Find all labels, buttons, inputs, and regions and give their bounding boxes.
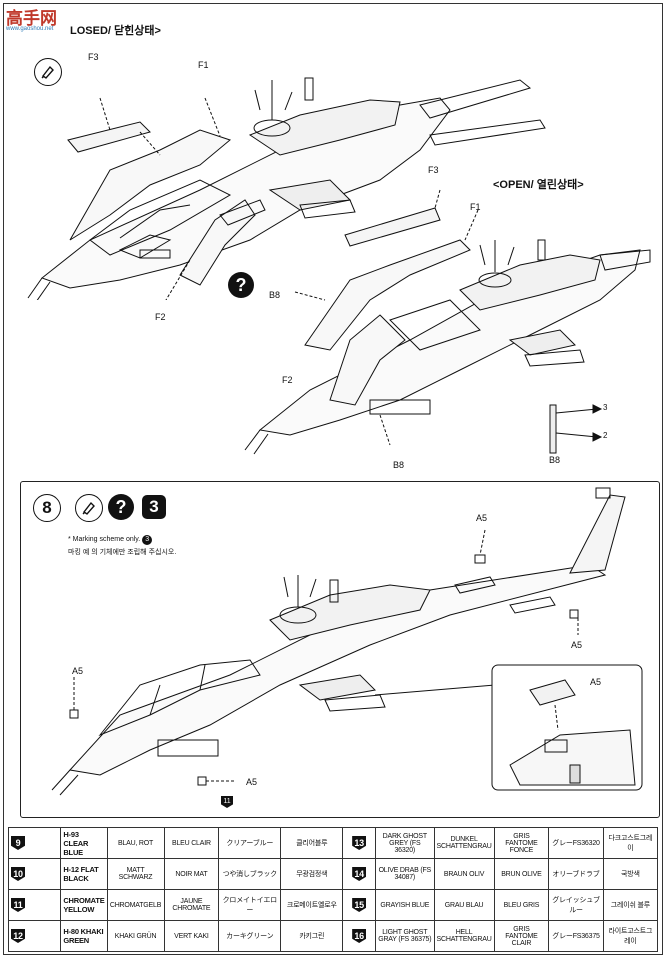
label-f3-open: F3 (428, 165, 439, 175)
open-title: <OPEN/ 열린상태> (493, 179, 584, 191)
b8-detail-diagram (549, 404, 603, 454)
color-cell-jp: グレーFS36375 (548, 920, 604, 952)
marking-scheme-3-badge: 3 (142, 495, 166, 519)
label-a5-right: A5 (571, 640, 583, 650)
color-cell-name: OLIVE DRAB (FS 34087) (375, 858, 435, 890)
color-cell-kr: 크로메이트옐로우 (280, 889, 344, 921)
label-a5-bottom: A5 (246, 777, 258, 787)
table-row: 11 CHROMATE YELLOW CHROMATGELB JAUNE CHR… (7, 889, 659, 921)
color-cell-name: H-12 FLAT BLACK (60, 858, 108, 890)
color-cell-kr: 클리어블루 (280, 827, 344, 859)
color-cell-de: CHROMATGELB (106, 889, 165, 921)
closed-canopy-diagram (27, 77, 546, 300)
label-3-detail: 3 (603, 403, 608, 412)
color-cell-fr: GRIS FANTOME FONCE (493, 827, 550, 859)
color-cell-kr: 그레이쉬 블루 (602, 889, 659, 921)
color-cell-num: 11 (7, 889, 62, 921)
color-cell-num: 13 (342, 827, 377, 859)
cement-icon (34, 58, 62, 86)
label-a5-top: A5 (476, 513, 488, 523)
color-cell-fr: BLEU CLAIR (163, 827, 220, 859)
paint-question-icon: ? (228, 272, 254, 298)
label-f2-open: F2 (282, 375, 293, 385)
color-cell-num: 12 (7, 920, 62, 952)
color-cell-de: DUNKEL SCHATTENGRAU (433, 827, 495, 859)
label-a5-detail: A5 (590, 677, 602, 687)
watermark-logo: 高手网 www.gaoshou.net (6, 4, 57, 32)
label-f1-top: F1 (198, 60, 209, 70)
color-cell-fr: JAUNE CHROMATE (163, 889, 220, 921)
color-cell-de: BRAUN OLIV (433, 858, 495, 890)
color-cell-num: 14 (342, 858, 377, 890)
page-border (3, 3, 663, 955)
color-cell-fr: GRIS FANTOME CLAIR (493, 920, 550, 952)
color-cell-jp: クリアーブルー (218, 827, 282, 859)
color-cell-kr: 다크고스트그레이 (602, 827, 659, 859)
color-cell-num: 10 (7, 858, 62, 890)
label-b8-left: B8 (269, 290, 281, 300)
color-cell-fr: BRUN OLIVE (493, 858, 550, 890)
color-cell-name: 9 (7, 827, 62, 859)
color-cell-kr: 카키그린 (280, 920, 344, 952)
watermark-text: 高手网 (6, 9, 57, 29)
color-cell-jp: グレイッシュブルー (548, 889, 604, 921)
color-cell-de: GRAU BLAU (433, 889, 495, 921)
color-cell-de: BLAU, ROT (106, 827, 165, 859)
note-line1: * Marking scheme only. (68, 536, 141, 543)
closed-title: LOSED/ 닫힌상태> (70, 25, 161, 37)
color-cell-de: KHAKI GRÜN (106, 920, 165, 952)
color-cell-num: 15 (342, 889, 377, 921)
color-cell-de: MATT SCHWARZ (106, 858, 165, 890)
step-8-diagram (51, 487, 643, 796)
color-cell-name: H-80 KHAKI GREEN (60, 920, 108, 952)
color-cell-kr: 라이트고스트그레이 (602, 920, 659, 952)
label-f1-open: F1 (470, 202, 481, 212)
color-cell-fr: NOIR MAT (163, 858, 220, 890)
note-line2: 마킹 예 의 기체에만 조립해 주십시오. (68, 549, 177, 556)
color-cell-name: LIGHT GHOST GRAY (FS 36375) (375, 920, 435, 952)
color-cell-jp: カーキグリーン (218, 920, 282, 952)
cement-icon-step8 (75, 494, 103, 522)
table-row: 9 H-93 CLEAR BLUE BLAU, ROT BLEU CLAIR ク… (7, 827, 659, 859)
label-b8-bottom: B8 (393, 460, 405, 470)
table-row: 10 H-12 FLAT BLACK MATT SCHWARZ NOIR MAT… (7, 858, 659, 890)
color-cell-fr: BLEU GRIS (493, 889, 550, 921)
color-cell-de: HELL SCHATTENGRAU (433, 920, 495, 952)
color-cell-jp: グレーFS36320 (548, 827, 604, 859)
color-cell-jp: オリーブドラブ (548, 858, 604, 890)
color-cell-jp: つや消しブラック (218, 858, 282, 890)
watermark-url: www.gaoshou.net (6, 26, 54, 32)
step-8-frame (20, 481, 660, 818)
color-cell-name: DARK GHOST GREY (FS 36320) (375, 827, 435, 859)
step-number: 8 (33, 494, 61, 522)
paint-question-icon-step8: ? (108, 494, 134, 520)
color-cell-name: H-93 CLEAR BLUE (60, 827, 108, 859)
label-f3-top: F3 (88, 52, 99, 62)
color-cell-kr: 국방색 (602, 858, 659, 890)
label-b8-detail: B8 (549, 455, 561, 465)
label-a5-left: A5 (72, 666, 84, 676)
color-cell-num: 16 (342, 920, 377, 952)
paint-color-table: 9 H-93 CLEAR BLUE BLAU, ROT BLEU CLAIR ク… (7, 827, 659, 952)
color-cell-name: GRAYISH BLUE (375, 889, 435, 921)
open-canopy-diagram (244, 189, 651, 455)
color-cell-kr: 무광검정색 (280, 858, 344, 890)
table-row: 12 H-80 KHAKI GREEN KHAKI GRÜN VERT KAKI… (7, 920, 659, 952)
note-marker: 3 (142, 535, 153, 545)
marking-note: * Marking scheme only. 3 마킹 예 의 기체에만 조립해… (68, 535, 176, 557)
color-cell-jp: クロメイトイエロー (218, 889, 282, 921)
color-11-marker: 11 (221, 796, 233, 808)
color-cell-name: CHROMATE YELLOW (60, 889, 108, 921)
color-cell-fr: VERT KAKI (163, 920, 220, 952)
label-2-detail: 2 (603, 431, 608, 440)
label-f2-top: F2 (155, 312, 166, 322)
